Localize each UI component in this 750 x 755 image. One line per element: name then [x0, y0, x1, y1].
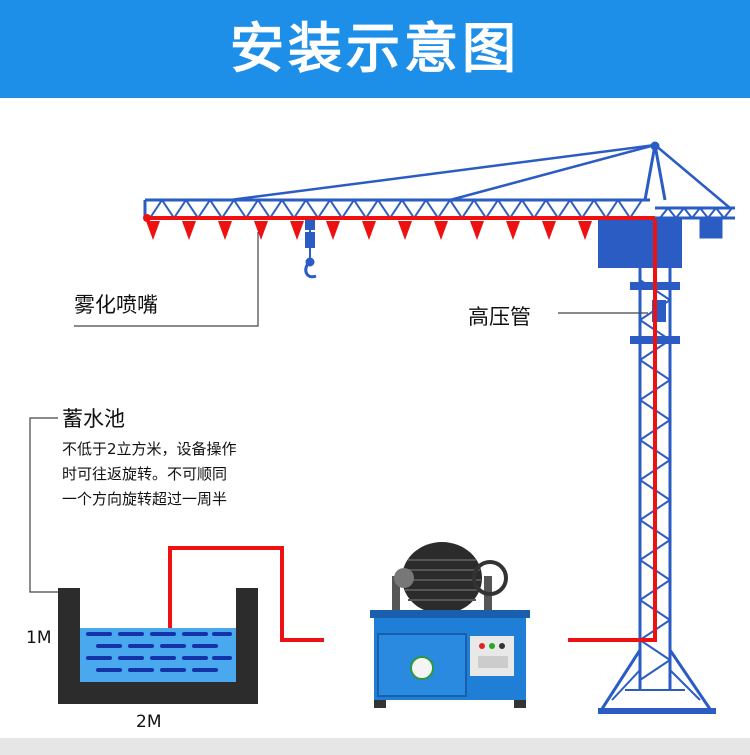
- brand-logo: [410, 656, 434, 680]
- reservoir-water: [80, 628, 236, 682]
- spray-label-leader: [74, 232, 259, 327]
- reservoir-note-line: 一个方向旋转超过一周半: [62, 490, 228, 508]
- spray-nozzle: [506, 221, 520, 240]
- spray-nozzle: [578, 221, 592, 240]
- spray-nozzles: [146, 221, 592, 240]
- crane-jib: [143, 143, 656, 220]
- spray-nozzle: [290, 221, 304, 240]
- footer-band: [0, 738, 750, 755]
- spray-nozzle: [146, 221, 160, 240]
- crane-cab: [598, 218, 682, 268]
- page-title: 安装示意图: [230, 17, 520, 80]
- reservoir-note: 不低于2立方米，设备操作 时可往返旋转。不可顺同 一个方向旋转超过一周半: [62, 437, 322, 512]
- tank-height-dimension: 1M: [26, 628, 52, 648]
- pump-machine: [370, 542, 530, 708]
- crane-hook: [304, 218, 317, 279]
- spray-nozzle: [218, 221, 232, 240]
- reservoir-label-leader: [29, 417, 58, 593]
- high-pressure-hose: [568, 220, 657, 642]
- spray-nozzle: [542, 221, 556, 240]
- header-banner: 安装示意图: [0, 0, 750, 98]
- reservoir-note-line: 不低于2立方米，设备操作: [62, 440, 237, 458]
- reservoir-label: 蓄水池: [62, 407, 125, 431]
- spray-pipe: [143, 214, 655, 222]
- reservoir-tank: [58, 588, 258, 704]
- hose-reel: [394, 542, 508, 614]
- crane-apex: [643, 141, 667, 201]
- spray-nozzle: [182, 221, 196, 240]
- spray-nozzle: [254, 221, 268, 240]
- spray-nozzle: [434, 221, 448, 240]
- reservoir-note-line: 时可往返旋转。不可顺同: [62, 465, 228, 483]
- spray-nozzle: [326, 221, 340, 240]
- water-supply-pipe: [168, 546, 324, 642]
- spray-nozzle: [362, 221, 376, 240]
- spray-nozzle: [398, 221, 412, 240]
- tank-width-dimension: 2M: [136, 712, 162, 732]
- spray-nozzle: [470, 221, 484, 240]
- spray-nozzle-label: 雾化喷嘴: [74, 293, 158, 317]
- high-pressure-hose-label: 高压管: [468, 305, 531, 329]
- crane-base: [598, 649, 716, 714]
